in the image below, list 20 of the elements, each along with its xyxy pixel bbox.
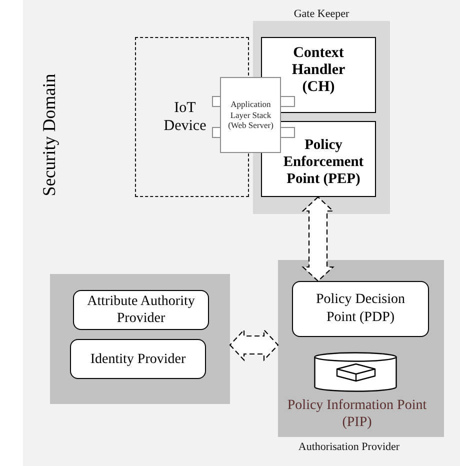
rounded-box: [73, 290, 209, 330]
database-cylinder: [314, 352, 397, 392]
group-panel: [50, 274, 230, 404]
rounded-box: [292, 281, 429, 337]
node-label: Identity Provider: [90, 350, 186, 368]
panel-title: Security Domain: [39, 74, 60, 196]
node-caption: Policy Information Point (PIP): [287, 396, 427, 432]
domain-panel: [23, 0, 460, 466]
node-label: Policy Enforcement Point (PEP): [282, 137, 364, 188]
double-arrow: [229, 328, 279, 362]
group-label: Gate Keeper: [294, 8, 350, 21]
rounded-box: [70, 339, 206, 379]
double-arrow: [302, 196, 334, 282]
component-box: [212, 77, 295, 153]
component-label: Application Layer Stack (Web Server): [227, 99, 274, 131]
group-label: Authorisation Provider: [298, 440, 400, 454]
node-label: Policy Decision Point (PDP): [314, 291, 406, 327]
node-label: Attribute Authority Provider: [86, 293, 196, 327]
node-label: Context Handler (CH): [290, 44, 346, 96]
node-label: IoT Device: [162, 99, 208, 135]
